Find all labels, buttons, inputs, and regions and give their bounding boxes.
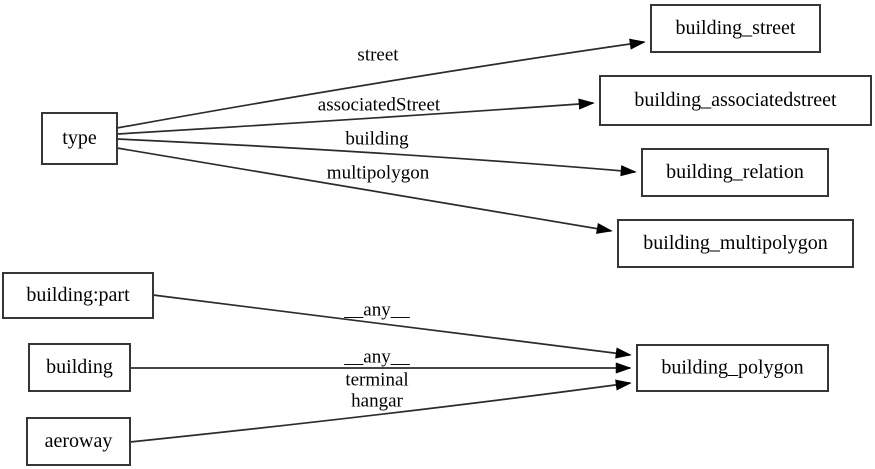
arrowhead-icon <box>578 98 595 110</box>
node-box[interactable] <box>26 417 131 466</box>
node-label: aeroway <box>45 430 113 452</box>
edge-building-to-building_polygon <box>130 362 632 374</box>
edge-line <box>116 102 594 135</box>
edge-label: terminal <box>345 369 408 390</box>
node-building_part[interactable]: building:part <box>2 272 154 319</box>
node-box[interactable] <box>636 344 829 392</box>
edge-type-to-building_associatedstreet <box>116 98 595 135</box>
edge-line <box>116 41 645 129</box>
edge-line <box>129 382 631 443</box>
arrowhead-icon <box>620 165 637 177</box>
edge-label: associatedStreet <box>318 94 441 115</box>
node-label: building_polygon <box>661 357 803 379</box>
node-box[interactable] <box>650 4 821 53</box>
node-box[interactable] <box>617 219 854 268</box>
node-building_relation[interactable]: building_relation <box>641 148 829 197</box>
arrowhead-icon <box>615 347 632 359</box>
node-building_associatedstreet[interactable]: building_associatedstreet <box>599 75 872 126</box>
node-label: building_associatedstreet <box>634 89 837 111</box>
node-box[interactable] <box>641 148 829 197</box>
arrowhead-icon <box>596 222 613 234</box>
arrowhead-icon <box>615 362 632 374</box>
node-label: building_multipolygon <box>643 232 827 254</box>
node-aeroway[interactable]: aeroway <box>26 417 131 466</box>
edge-labels-layer: street associatedStreet building multipolyg… <box>318 44 441 411</box>
edge-label: building <box>345 128 409 149</box>
edge-label: multipolygon <box>327 162 430 183</box>
edge-line <box>152 294 631 356</box>
arrowhead-icon <box>615 379 632 391</box>
node-box[interactable] <box>2 272 154 319</box>
node-building[interactable]: building <box>28 343 131 392</box>
edge-type-to-building_street <box>116 38 646 129</box>
edge-aeroway-to-building_polygon <box>129 379 632 443</box>
edges-layer <box>116 38 646 443</box>
node-label: building:part <box>26 284 130 306</box>
node-type[interactable]: type <box>41 112 118 165</box>
edge-label: hangar <box>351 390 403 411</box>
edge-building_part-to-building_polygon <box>152 294 632 359</box>
node-box[interactable] <box>599 75 872 126</box>
edge-line <box>116 147 612 232</box>
arrowhead-icon <box>629 38 646 50</box>
nodes-layer: type building_street building_associatedst… <box>2 4 872 466</box>
node-label: building_street <box>676 17 796 39</box>
edge-type-to-building_multipolygon <box>116 147 613 234</box>
edge-label: street <box>357 44 399 65</box>
node-building_street[interactable]: building_street <box>650 4 821 53</box>
node-box[interactable] <box>41 112 118 165</box>
node-building_multipolygon[interactable]: building_multipolygon <box>617 219 854 268</box>
node-label: type <box>62 127 97 149</box>
node-box[interactable] <box>28 343 131 392</box>
edge-label: __any__ <box>343 299 410 320</box>
node-label: building_relation <box>666 161 804 183</box>
edge-line <box>116 138 636 173</box>
node-label: building <box>46 356 113 378</box>
node-building_polygon[interactable]: building_polygon <box>636 344 829 392</box>
edge-type-to-building_relation <box>116 138 637 177</box>
edge-label: __any__ <box>343 346 410 367</box>
